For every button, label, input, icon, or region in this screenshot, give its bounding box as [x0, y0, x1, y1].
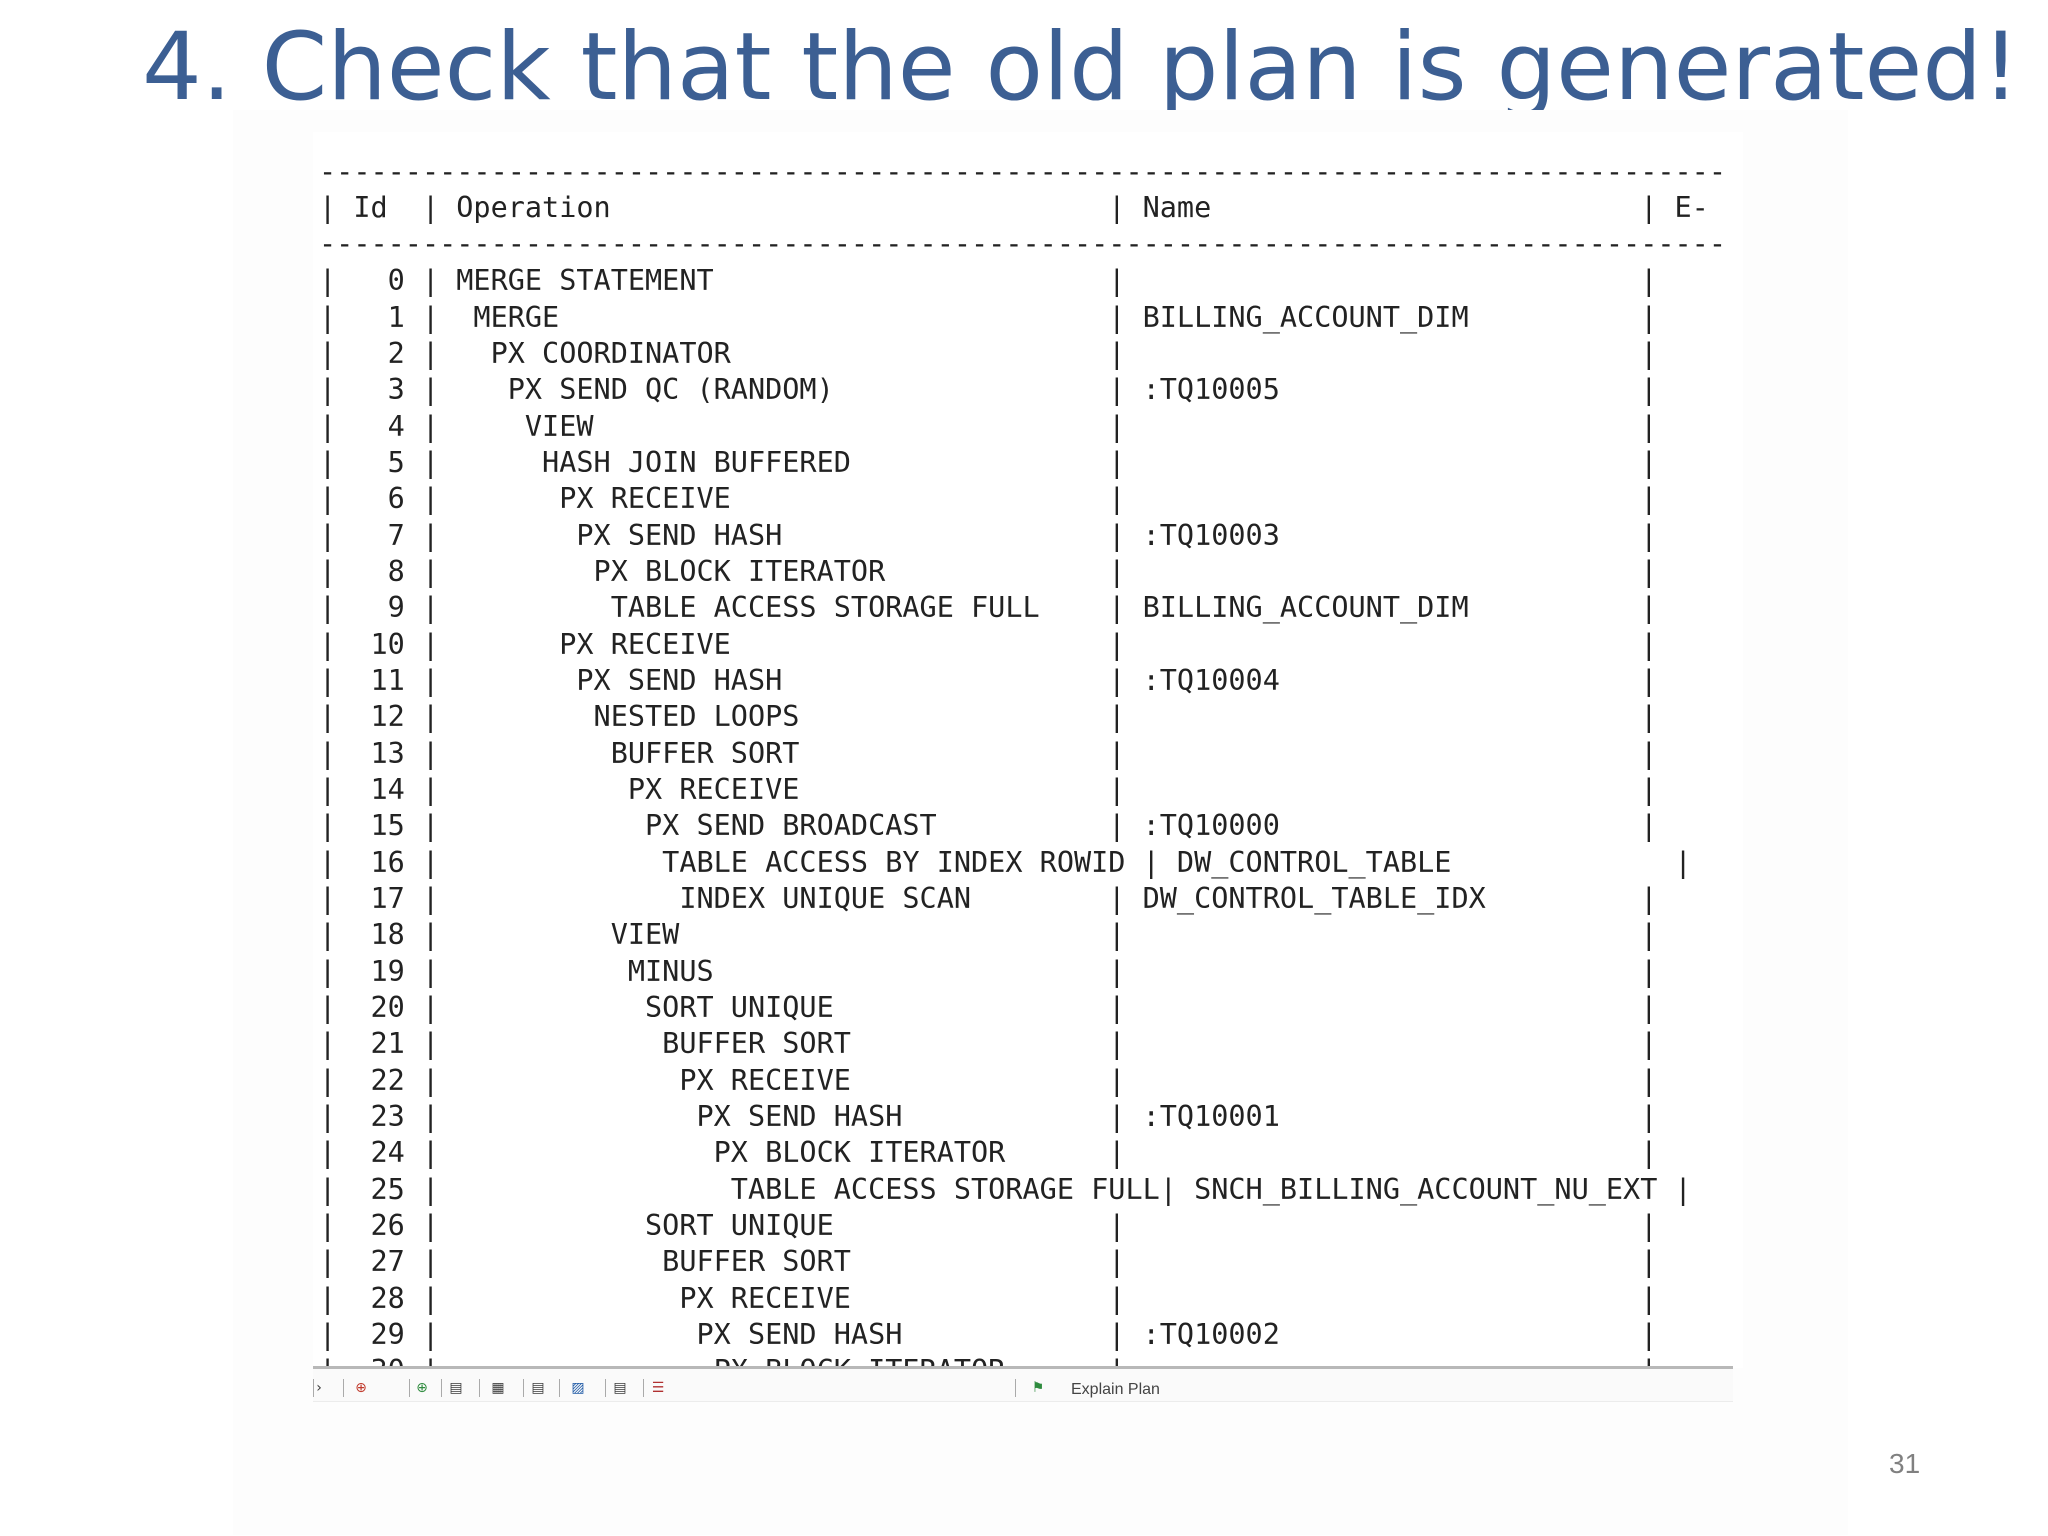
plan-row: | 10 | PX RECEIVE | |: [319, 628, 1658, 661]
flag-icon[interactable]: ⚑: [1015, 1379, 1060, 1397]
page-icon[interactable]: ▤: [605, 1379, 634, 1397]
plan-row: | 14 | PX RECEIVE | |: [319, 773, 1658, 806]
plan-header: | Id | Operation | Name | E-: [319, 191, 1709, 224]
arrow-icon[interactable]: ›: [313, 1379, 324, 1397]
plan-row: | 17 | INDEX UNIQUE SCAN | DW_CONTROL_TA…: [319, 882, 1658, 915]
plan-row: | 0 | MERGE STATEMENT | |: [319, 264, 1658, 297]
page-icon[interactable]: ▤: [441, 1379, 470, 1397]
plan-separator: ----------------------------------------…: [319, 227, 1726, 260]
add-icon[interactable]: ⊕: [343, 1379, 378, 1397]
list-icon[interactable]: ☰: [643, 1379, 672, 1397]
plan-row: | 28 | PX RECEIVE | |: [319, 1282, 1658, 1315]
plan-row: | 6 | PX RECEIVE | |: [319, 482, 1658, 515]
plan-row: | 5 | HASH JOIN BUFFERED | |: [319, 446, 1658, 479]
plan-row: | 12 | NESTED LOOPS | |: [319, 700, 1658, 733]
plan-row: | 8 | PX BLOCK ITERATOR | |: [319, 555, 1658, 588]
plan-row: | 1 | MERGE | BILLING_ACCOUNT_DIM |: [319, 301, 1658, 334]
plan-row: | 22 | PX RECEIVE | |: [319, 1064, 1658, 1097]
plan-row: | 20 | SORT UNIQUE | |: [319, 991, 1658, 1024]
plan-row: | 21 | BUFFER SORT | |: [319, 1027, 1658, 1060]
execution-plan-output: ----------------------------------------…: [313, 132, 1743, 1368]
plan-row: | 30 | PX BLOCK ITERATOR | |: [319, 1353, 1657, 1368]
grid-icon[interactable]: ▦: [479, 1379, 516, 1397]
plan-row: | 16 | TABLE ACCESS BY INDEX ROWID | DW_…: [319, 846, 1692, 879]
plan-row: | 27 | BUFFER SORT | |: [319, 1245, 1658, 1278]
chart-icon[interactable]: ▨: [559, 1379, 596, 1397]
plan-separator: ----------------------------------------…: [319, 155, 1726, 188]
add-icon[interactable]: ⊕: [409, 1379, 434, 1397]
page-number: 31: [1889, 1448, 1921, 1479]
plan-row: | 9 | TABLE ACCESS STORAGE FULL | BILLIN…: [319, 591, 1658, 624]
plan-row: | 4 | VIEW | |: [319, 410, 1658, 443]
explain-plan-tab[interactable]: Explain Plan: [1071, 1381, 1160, 1398]
plan-row: | 29 | PX SEND HASH | :TQ10002 |: [319, 1318, 1658, 1351]
plan-row: | 23 | PX SEND HASH | :TQ10001 |: [319, 1100, 1658, 1133]
plan-row: | 18 | VIEW | |: [319, 918, 1658, 951]
plan-row: | 25 | TABLE ACCESS STORAGE FULL| SNCH_B…: [319, 1173, 1692, 1206]
plan-row: | 15 | PX SEND BROADCAST | :TQ10000 |: [319, 809, 1658, 842]
plan-row: | 26 | SORT UNIQUE | |: [319, 1209, 1658, 1242]
plan-row: | 13 | BUFFER SORT | |: [319, 737, 1658, 770]
page-icon[interactable]: ▤: [523, 1379, 552, 1397]
plan-row: | 3 | PX SEND QC (RANDOM) | :TQ10005 |: [319, 373, 1658, 406]
slide-title: 4. Check that the old plan is generated!: [142, 13, 2020, 122]
plan-row: | 24 | PX BLOCK ITERATOR | |: [319, 1136, 1658, 1169]
plan-row: | 7 | PX SEND HASH | :TQ10003 |: [319, 519, 1658, 552]
plan-row: | 19 | MINUS | |: [319, 955, 1658, 988]
toolbar: › ⊕ ⊕ ▤ ▦ ▤ ▨ ▤ ☰ Explain Plan ⚑: [313, 1366, 1733, 1402]
plan-row: | 11 | PX SEND HASH | :TQ10004 |: [319, 664, 1658, 697]
plan-row: | 2 | PX COORDINATOR | |: [319, 337, 1658, 370]
